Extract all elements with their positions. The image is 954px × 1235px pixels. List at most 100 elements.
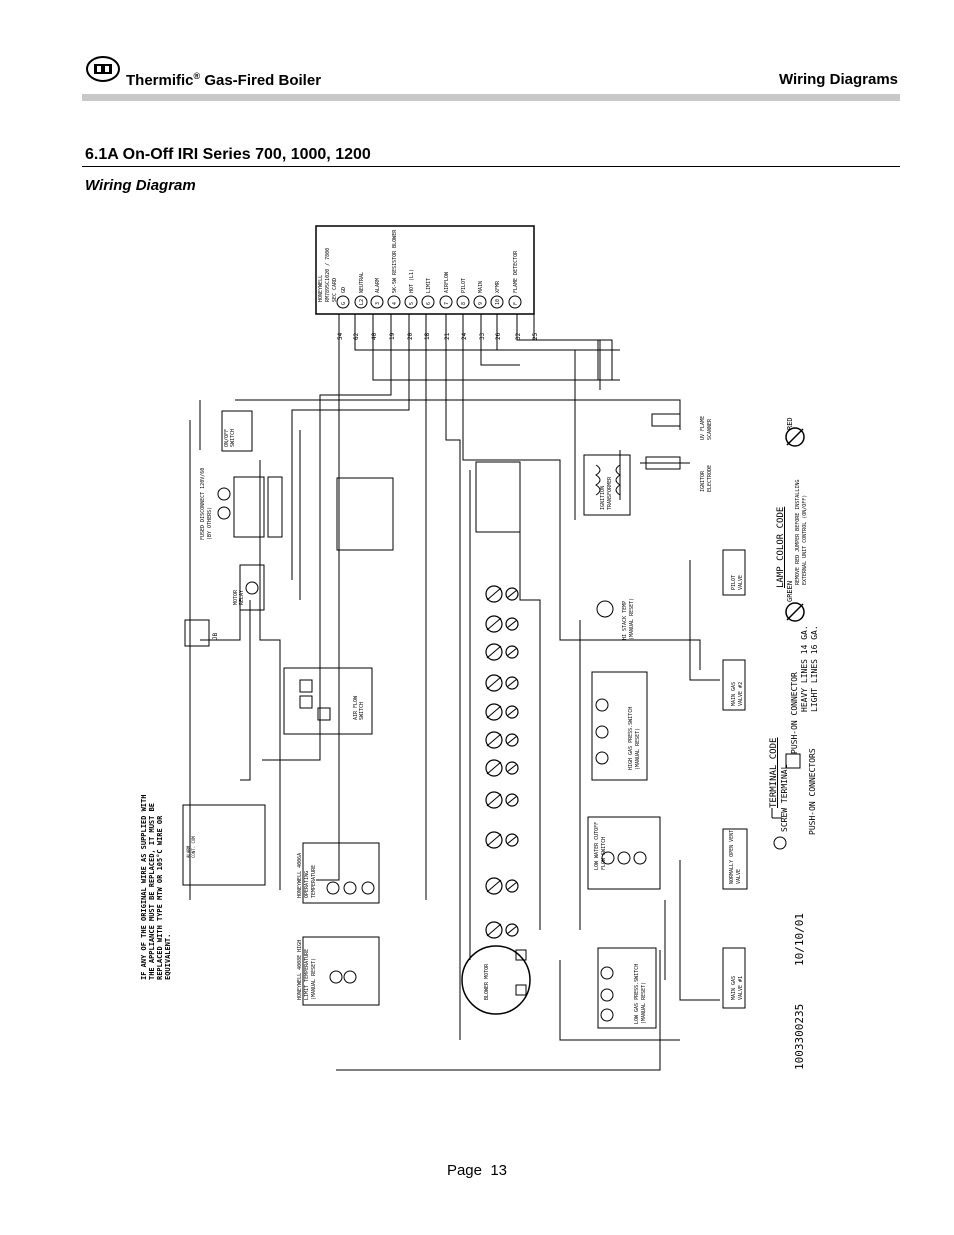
control-terminal-label: ALARM	[375, 278, 381, 293]
control-terminal	[404, 295, 418, 309]
lamp-hatch	[506, 619, 518, 629]
indicator-lamp	[505, 645, 519, 659]
lamp-hatch	[486, 676, 502, 690]
ignitor-electrode-label: IGNITOR ELECTRODE	[700, 464, 713, 492]
header-bar	[82, 94, 900, 101]
doc-date: 10/10/01	[793, 913, 806, 966]
onoff-switch-label: ON/OFF SWITCH	[224, 428, 236, 447]
blower-motor-label: BLOWER MOTOR	[484, 963, 490, 1000]
heavy-lines-label: HEAVY LINES 14 GA.	[800, 625, 809, 712]
lamp-hatch	[486, 645, 502, 659]
control-terminal	[370, 295, 384, 309]
wire-number: 33	[479, 332, 486, 340]
indicator-lamp	[485, 585, 503, 603]
lamp-hatch	[506, 795, 518, 805]
control-terminal-id: 10	[495, 299, 501, 305]
terminal-code-title: TERMINAL CODE	[769, 737, 779, 808]
ignition-transformer-label: IGNITION TRANSFORMER	[600, 476, 613, 510]
control-terminal	[456, 295, 470, 309]
indicator-lamp	[505, 879, 519, 893]
lamp-code-title: LAMP COLOR CODE	[776, 506, 786, 588]
control-terminal-id: G	[341, 302, 347, 305]
indicator-lamp	[505, 705, 519, 719]
high-limit-label: HONEYWELL 4008E HIGH LIMIT TEMPERATURE (…	[297, 939, 317, 1000]
control-terminal-label: 5K-5W RESISTOR BLOWER	[392, 229, 398, 293]
indicator-lamp	[505, 761, 519, 775]
lamp-hatch	[486, 587, 502, 601]
jb-label: JB	[212, 632, 219, 640]
vent-valve-label: NORMALLY OPEN VENT VALVE	[729, 829, 742, 884]
indicator-lamp	[485, 674, 503, 692]
control-terminal	[354, 295, 368, 309]
control-terminal-id: F	[513, 302, 519, 305]
wire-number: 20	[407, 332, 414, 340]
wire-number: 19	[389, 332, 396, 340]
control-terminal	[490, 295, 504, 309]
stack-temp-label: HI STACK TEMP (MANUAL RESET)	[622, 597, 635, 640]
control-terminal	[387, 295, 401, 309]
lamp-hatch	[486, 617, 502, 631]
control-terminal-label: AIRFLOW	[444, 271, 450, 293]
indicator-lamp	[485, 703, 503, 721]
control-terminal-label: HOT (L1)	[409, 269, 415, 293]
wire-number: 54	[337, 332, 344, 340]
indicator-lamp	[485, 877, 503, 895]
lamp-hatch	[506, 589, 518, 599]
low-water-cutoff-label: LOW WATER CUTOFF FLOW SWITCH	[594, 821, 607, 870]
motor-relay-label: MOTOR RELAY	[233, 589, 245, 605]
jumper-note: REMOVE RED JUMPER BEFORE INSTALLING EXTE…	[795, 479, 808, 585]
wire-number: 32	[515, 332, 522, 340]
wire-number: 40	[371, 332, 378, 340]
screw-terminal-label: SCREW TERMINAL	[780, 764, 789, 832]
indicator-lamps	[485, 585, 519, 939]
alarm-label: ALARM CONT. COM	[186, 836, 196, 858]
control-terminal	[508, 295, 522, 309]
main-gas-valve-1-label: MAIN GAS VALVE #1	[731, 975, 744, 1000]
indicator-lamp	[485, 615, 503, 633]
pushon-label: PUSH-ON CONNECTOR	[790, 672, 799, 754]
control-terminal-label: PILOT	[461, 278, 467, 293]
indicator-lamp	[505, 733, 519, 747]
indicator-lamp	[505, 587, 519, 601]
control-terminal	[421, 295, 435, 309]
control-terminal-id: 5	[409, 302, 415, 305]
header-section-name: Wiring Diagrams	[778, 71, 898, 88]
section-title: 6.1A On-Off IRI Series 700, 1000, 1200	[85, 146, 371, 163]
operating-temp-label: HONEYWELL 4006A OPERATING TEMPERATURE	[297, 852, 317, 898]
lamp-hatch	[486, 793, 502, 807]
indicator-lamp	[485, 921, 503, 939]
fused-disconnect-label: FUSED DISCONNECT 120V/60 (BY OTHERS)	[200, 467, 213, 540]
indicator-lamp	[485, 831, 503, 849]
control-terminal-label: GD	[341, 287, 347, 293]
high-gas-press-label: HIGH GAS PRESS.SWITCH (MANUAL RESET)	[628, 706, 641, 770]
indicator-lamp	[485, 759, 503, 777]
control-terminal-id: 6	[426, 302, 432, 305]
low-gas-press-label: LOW GAS PRESS.SWITCH (MANUAL RESET)	[634, 963, 647, 1024]
control-terminal-label: MAIN	[478, 281, 484, 293]
control-terminal-id: 9	[478, 302, 484, 305]
indicator-lamp	[505, 676, 519, 690]
control-terminal	[336, 295, 350, 309]
wire-number: 26	[495, 332, 502, 340]
header-title: Thermific® Gas-Fired Boiler	[126, 71, 322, 89]
wire-number: 18	[424, 332, 431, 340]
control-terminal	[473, 295, 487, 309]
wire-number: 62	[353, 332, 360, 340]
control-terminal-label: XFMR	[495, 280, 501, 293]
section-rule	[82, 166, 900, 167]
lamp-hatch	[506, 925, 518, 935]
wire-number: 21	[444, 332, 451, 340]
main-gas-valve-2-label: MAIN GAS VALVE #2	[731, 681, 744, 706]
section-subtitle: Wiring Diagram	[85, 177, 196, 194]
control-terminal-id: 8	[461, 302, 467, 305]
lamp-hatch	[486, 733, 502, 747]
control-terminal-id: 4	[392, 302, 398, 305]
lamp-hatch	[486, 923, 502, 937]
light-lines-label: LIGHT LINES 16 GA.	[810, 625, 819, 712]
lamp-hatch	[506, 881, 518, 891]
lamp-hatch	[506, 735, 518, 745]
lamp-hatch	[506, 763, 518, 773]
indicator-lamp	[485, 731, 503, 749]
lamp-hatch	[486, 705, 502, 719]
